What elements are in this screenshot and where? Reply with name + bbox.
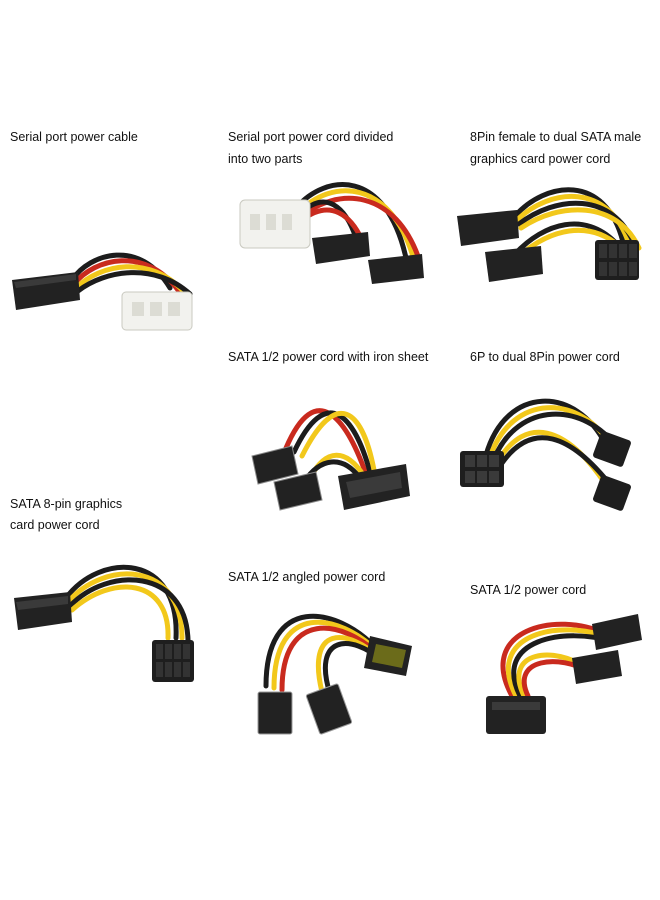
caption-serial-divided-line1: Serial port power cord divided xyxy=(228,130,394,144)
sata-angled-cord-image xyxy=(246,596,416,742)
caption-sata-8pin-line2: card power cord xyxy=(10,518,100,532)
caption-serial-port-power-cable: Serial port power cable xyxy=(10,130,138,144)
sata-half-cord-image xyxy=(476,610,646,740)
caption-serial-divided-line2: into two parts xyxy=(228,152,303,166)
8pin-to-dual-sata-image xyxy=(455,172,645,287)
caption-6p-dual-8pin: 6P to dual 8Pin power cord xyxy=(470,350,620,364)
caption-sata-half: SATA 1/2 power cord xyxy=(470,583,587,597)
serial-port-power-cable-image xyxy=(10,228,195,343)
caption-sata-angled: SATA 1/2 angled power cord xyxy=(228,570,386,584)
sata-8pin-graphics-cord-image xyxy=(10,552,200,687)
6p-to-dual-8pin-image xyxy=(456,385,636,515)
caption-8pin-dual-sata-line2: graphics card power cord xyxy=(470,152,611,166)
sata-iron-sheet-cord-image xyxy=(246,378,416,518)
caption-8pin-dual-sata-line1: 8Pin female to dual SATA male xyxy=(470,130,642,144)
caption-sata-8pin-line1: SATA 8-pin graphics xyxy=(10,497,123,511)
serial-divided-cord-image xyxy=(236,168,426,293)
caption-sata-iron-sheet: SATA 1/2 power cord with iron sheet xyxy=(228,350,429,364)
